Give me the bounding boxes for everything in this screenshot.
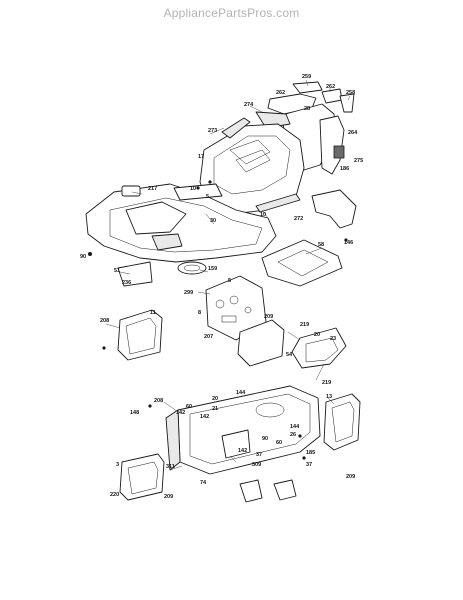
body-group bbox=[85, 183, 277, 263]
callout-207: 207 bbox=[204, 334, 213, 340]
callout-220: 220 bbox=[110, 492, 119, 498]
frame-group bbox=[165, 385, 321, 475]
callout-236: 236 bbox=[122, 280, 131, 286]
callout-23: 23 bbox=[330, 336, 336, 342]
callout-58: 58 bbox=[318, 242, 324, 248]
callout-17: 17 bbox=[198, 154, 204, 160]
callout-208: 208 bbox=[154, 398, 163, 404]
callout-209: 209 bbox=[264, 314, 273, 320]
seat-spring[interactable] bbox=[177, 261, 207, 275]
dash-panel-group bbox=[255, 81, 355, 175]
callout-37: 37 bbox=[256, 452, 262, 458]
callout-90: 90 bbox=[262, 436, 268, 442]
floor-pan[interactable] bbox=[261, 239, 343, 287]
axle-bracket[interactable] bbox=[221, 429, 251, 459]
watermark: AppliancePartsPros.com bbox=[163, 6, 300, 20]
callout-219: 219 bbox=[300, 322, 309, 328]
callout-275: 275 bbox=[354, 158, 363, 164]
leader-lines bbox=[105, 79, 351, 471]
callout-209: 209 bbox=[346, 474, 355, 480]
right-bracket[interactable] bbox=[311, 189, 357, 229]
callout-144: 144 bbox=[236, 390, 246, 396]
callout-159: 159 bbox=[208, 266, 217, 272]
callout-142: 142 bbox=[200, 414, 209, 420]
lever-plate[interactable] bbox=[173, 183, 223, 201]
trim-piece[interactable] bbox=[255, 111, 291, 129]
support-rod[interactable] bbox=[255, 193, 301, 213]
callout-219: 219 bbox=[322, 380, 331, 386]
callout-10: 10 bbox=[260, 212, 266, 218]
hood-strip[interactable] bbox=[221, 117, 251, 139]
frame-side-rail[interactable] bbox=[165, 409, 181, 471]
frame-opening bbox=[255, 402, 285, 418]
callout-8: 8 bbox=[198, 310, 201, 316]
callout-21: 21 bbox=[212, 406, 218, 412]
callout-13: 13 bbox=[326, 394, 332, 400]
callout-3: 3 bbox=[116, 462, 119, 468]
callout-142: 142 bbox=[176, 410, 185, 416]
callout-30: 30 bbox=[210, 218, 216, 224]
callout-20: 20 bbox=[314, 332, 320, 338]
seat-pan[interactable] bbox=[125, 201, 187, 235]
battery-tray[interactable] bbox=[237, 319, 285, 367]
callout-5: 5 bbox=[206, 194, 209, 200]
callout-148: 148 bbox=[130, 410, 139, 416]
callout-37: 37 bbox=[306, 462, 312, 468]
main-frame[interactable] bbox=[177, 385, 321, 475]
callout-272: 272 bbox=[294, 216, 303, 222]
callout-11: 11 bbox=[150, 310, 156, 316]
callout-60: 60 bbox=[276, 440, 282, 446]
callout-259: 259 bbox=[302, 74, 311, 80]
headlight-lens[interactable] bbox=[292, 81, 323, 94]
callout-labels: 259 262 258 262 274 28 264 273 275 186 1… bbox=[80, 74, 363, 500]
callout-186: 186 bbox=[340, 166, 349, 172]
callout-74: 74 bbox=[200, 480, 207, 486]
fuel-cap-area[interactable] bbox=[151, 233, 183, 251]
grill-insert[interactable] bbox=[333, 145, 345, 159]
callout-262: 262 bbox=[276, 90, 285, 96]
rear-cap[interactable] bbox=[121, 185, 141, 197]
body-fender[interactable] bbox=[85, 183, 277, 263]
callout-185: 185 bbox=[306, 450, 315, 456]
callout-264: 264 bbox=[348, 130, 358, 136]
callout-26: 26 bbox=[290, 432, 296, 438]
callout-54: 54 bbox=[286, 352, 293, 358]
callout-10: 10 bbox=[190, 186, 196, 192]
callout-5: 5 bbox=[228, 278, 231, 284]
latch-bracket[interactable] bbox=[339, 93, 355, 113]
callout-311: 311 bbox=[166, 464, 175, 470]
callout-90: 90 bbox=[80, 254, 86, 260]
callout-309: 309 bbox=[252, 462, 261, 468]
seat-bracket[interactable] bbox=[117, 261, 153, 287]
callout-273: 273 bbox=[208, 128, 217, 134]
callout-208: 208 bbox=[100, 318, 109, 324]
callout-274: 274 bbox=[244, 102, 254, 108]
heat-shield[interactable] bbox=[291, 327, 347, 369]
hitch-bracket-right[interactable] bbox=[273, 479, 297, 501]
callout-262: 262 bbox=[326, 84, 335, 90]
right-side-panel[interactable] bbox=[323, 393, 361, 451]
callout-209: 209 bbox=[164, 494, 173, 500]
callout-28: 28 bbox=[304, 106, 310, 112]
callout-146: 146 bbox=[344, 240, 353, 246]
bolts bbox=[88, 180, 348, 460]
hood-bracket[interactable] bbox=[321, 88, 343, 104]
callout-51: 51 bbox=[114, 268, 120, 274]
callout-217: 217 bbox=[148, 186, 157, 192]
hitch-bracket-left[interactable] bbox=[239, 479, 263, 503]
callout-144: 144 bbox=[290, 424, 300, 430]
callout-299: 299 bbox=[184, 290, 193, 296]
callout-258: 258 bbox=[346, 90, 355, 96]
callout-60: 60 bbox=[186, 404, 192, 410]
callout-142: 142 bbox=[238, 448, 247, 454]
hood-side-panel[interactable] bbox=[319, 115, 345, 175]
callout-20: 20 bbox=[212, 396, 218, 402]
